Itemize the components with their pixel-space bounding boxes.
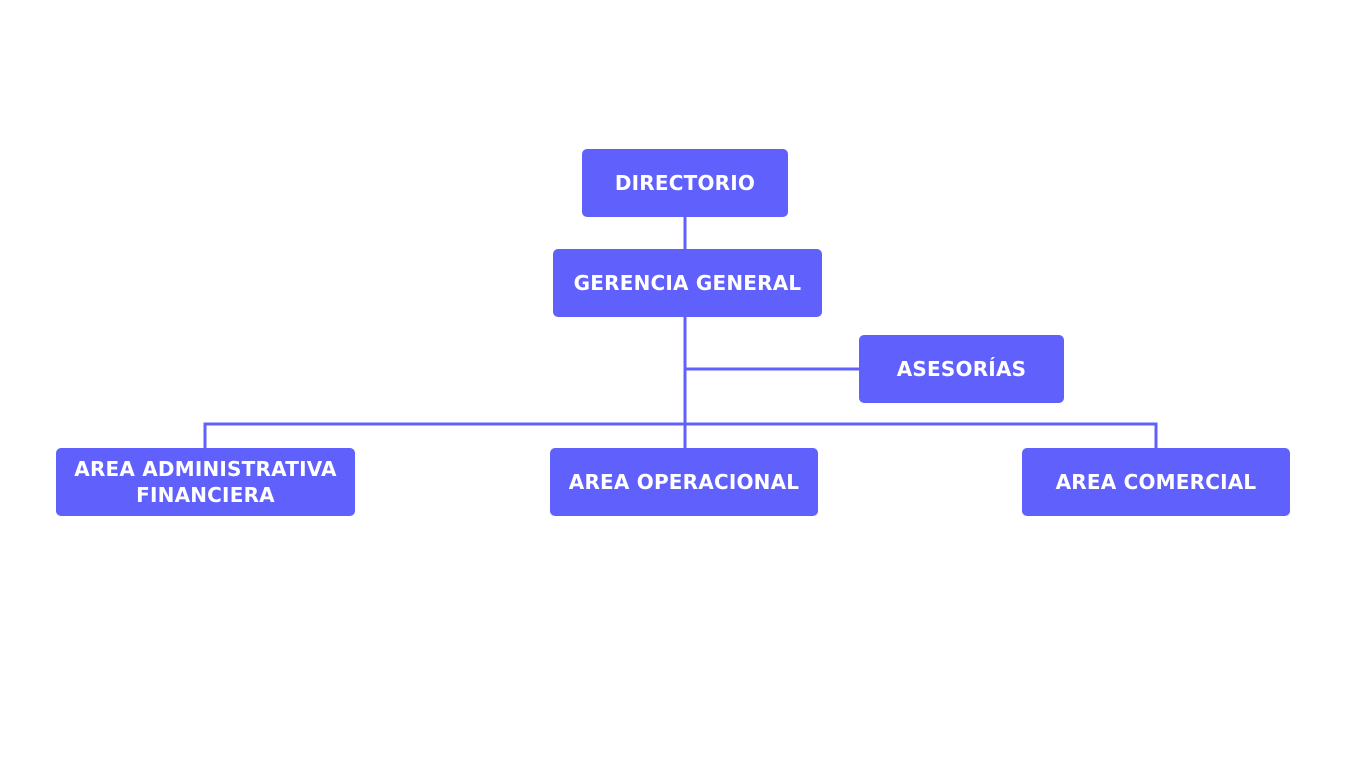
node-gerencia-general-label: GERENCIA GENERAL xyxy=(573,271,802,295)
node-area-comercial-label: AREA COMERCIAL xyxy=(1055,470,1257,494)
node-directorio: DIRECTORIO xyxy=(582,149,788,217)
node-area-administrativa-label: AREA ADMINISTRATIVA FINANCIERA xyxy=(74,457,337,507)
node-area-administrativa-financiera: AREA ADMINISTRATIVA FINANCIERA xyxy=(56,448,355,516)
node-area-operacional-label: AREA OPERACIONAL xyxy=(568,470,800,494)
node-gerencia-general: GERENCIA GENERAL xyxy=(553,249,822,317)
node-asesorias: ASESORÍAS xyxy=(859,335,1064,403)
node-directorio-label: DIRECTORIO xyxy=(614,171,756,195)
node-asesorias-label: ASESORÍAS xyxy=(896,357,1027,381)
node-area-comercial: AREA COMERCIAL xyxy=(1022,448,1290,516)
node-area-operacional: AREA OPERACIONAL xyxy=(550,448,818,516)
